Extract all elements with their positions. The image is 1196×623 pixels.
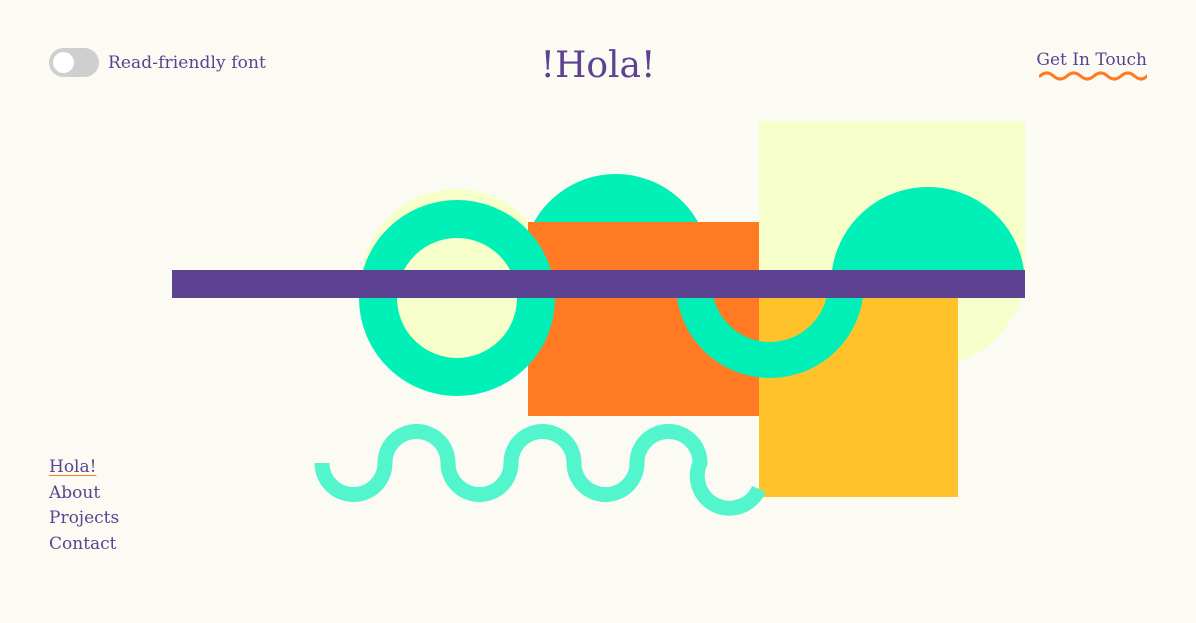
nav-item-projects: Projects bbox=[49, 506, 119, 532]
toggle-label: Read-friendly font bbox=[108, 52, 266, 73]
get-in-touch-link[interactable]: Get In Touch bbox=[1036, 50, 1147, 70]
main-nav: Hola! About Projects Contact bbox=[49, 455, 119, 557]
toggle-knob bbox=[53, 52, 74, 73]
mint-arc-middle bbox=[676, 283, 864, 378]
mint-half-circle-right bbox=[831, 187, 1025, 284]
nav-item-about: About bbox=[49, 481, 119, 507]
nav-link-hola[interactable]: Hola! bbox=[49, 457, 97, 477]
site-title: !Hola! bbox=[540, 45, 656, 86]
nav-link-projects[interactable]: Projects bbox=[49, 508, 120, 529]
toggle-switch[interactable] bbox=[49, 48, 99, 77]
read-friendly-font-toggle[interactable]: Read-friendly font bbox=[49, 48, 266, 77]
orange-square bbox=[528, 222, 759, 416]
yellow-square bbox=[759, 284, 958, 497]
mint-wave bbox=[314, 424, 766, 516]
nav-item-hola: Hola! bbox=[49, 455, 119, 481]
nav-link-contact[interactable]: Contact bbox=[49, 533, 117, 554]
nav-link-about[interactable]: About bbox=[49, 482, 101, 503]
nav-item-contact: Contact bbox=[49, 532, 119, 558]
purple-bar bbox=[172, 270, 1025, 298]
squiggle-underline-icon bbox=[1039, 71, 1147, 81]
